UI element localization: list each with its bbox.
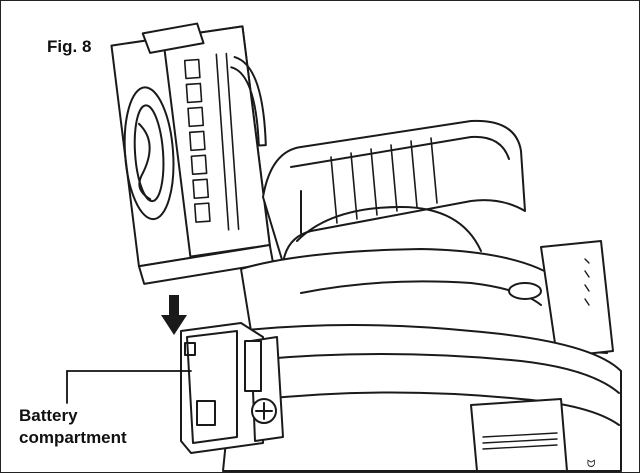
figure-label: Fig. 8 — [47, 37, 92, 56]
logo-mark: ᗢ — [587, 459, 595, 470]
vacuum-body: ᗢ — [222, 119, 622, 472]
battery-compartment-label: Battery compartment — [19, 405, 127, 449]
callout-line-1: Battery — [19, 406, 78, 425]
battery-pack — [110, 22, 275, 285]
callout-leader — [66, 370, 192, 404]
battery-compartment — [180, 322, 284, 454]
callout-line-2: compartment — [19, 428, 127, 447]
down-arrow-icon — [161, 295, 187, 335]
